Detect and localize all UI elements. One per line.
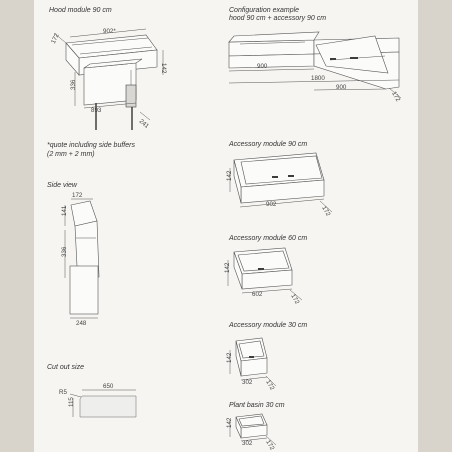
acc60-drawing: 142 602 172 [224, 247, 303, 306]
side-dim-248: 248 [76, 320, 87, 327]
side-dim-141: 141 [61, 205, 68, 216]
cutout-drawing: 650 R5 115 [59, 383, 137, 418]
acc90-title: Accessory module 90 cm [229, 141, 308, 148]
config-drawing: 900 1800 900 172 [228, 31, 402, 103]
acc90-dim-902: 902 [266, 201, 277, 208]
config-dim-900b: 900 [336, 84, 347, 91]
acc30-title: Accessory module 30 cm [229, 322, 308, 329]
config-title-line2: hood 90 cm + accessory 90 cm [229, 15, 327, 22]
hood-dim-241: 241 [138, 118, 151, 130]
hood-dim-902: 902* [103, 28, 116, 35]
acc30-dim-302: 302 [242, 379, 253, 386]
plant-dim-172: 172 [264, 439, 276, 452]
plant-title: Plant basin 30 cm [229, 402, 285, 409]
cutout-title: Cut out size [47, 364, 84, 371]
acc90-drawing: 142 902 172 [226, 152, 333, 218]
acc60-title: Accessory module 60 cm [229, 235, 308, 242]
acc30-dim-172: 172 [264, 379, 276, 392]
cutout-dim-650: 650 [103, 383, 114, 390]
side-dim-336: 336 [61, 246, 68, 257]
acc90-dim-142: 142 [226, 170, 233, 181]
acc30-drawing: 142 302 172 [226, 337, 277, 392]
acc60-dim-142: 142 [224, 262, 231, 273]
cutout-dim-115: 115 [68, 397, 75, 407]
acc60-dim-602: 602 [252, 291, 263, 298]
config-dim-1800: 1800 [311, 75, 325, 82]
acc30-dim-142: 142 [226, 352, 233, 363]
quote-note-line1: *quote including side buffers [47, 142, 135, 149]
config-dim-900a: 900 [257, 63, 268, 70]
plant-dim-142: 142 [226, 417, 233, 428]
hood-module-title: Hood module 90 cm [49, 7, 112, 14]
quote-note-line2: (2 mm + 2 mm) [47, 151, 95, 158]
side-view-title: Side view [47, 182, 77, 189]
hood-module-drawing: 172 902* 336 142 893 241 [50, 28, 167, 130]
config-dim-172: 172 [390, 90, 402, 103]
cutout-shape [79, 395, 137, 418]
hood-dim-336: 336 [70, 79, 77, 90]
side-dim-172: 172 [72, 192, 83, 199]
hood-dim-893: 893 [91, 107, 102, 114]
acc60-dim-172: 172 [289, 293, 301, 306]
config-title-line1: Configuration example [229, 7, 300, 14]
plant-dim-302: 302 [242, 440, 253, 447]
hood-dim-172: 172 [50, 32, 61, 45]
acc90-dim-172: 172 [320, 205, 332, 218]
plant-basin-drawing: 142 302 172 [226, 413, 277, 452]
side-view-stand [69, 265, 99, 315]
cutout-dim-r5: R5 [59, 389, 67, 396]
side-view-drawing: 172 141 336 248 [61, 192, 100, 327]
hood-dim-142: 142 [160, 63, 167, 74]
